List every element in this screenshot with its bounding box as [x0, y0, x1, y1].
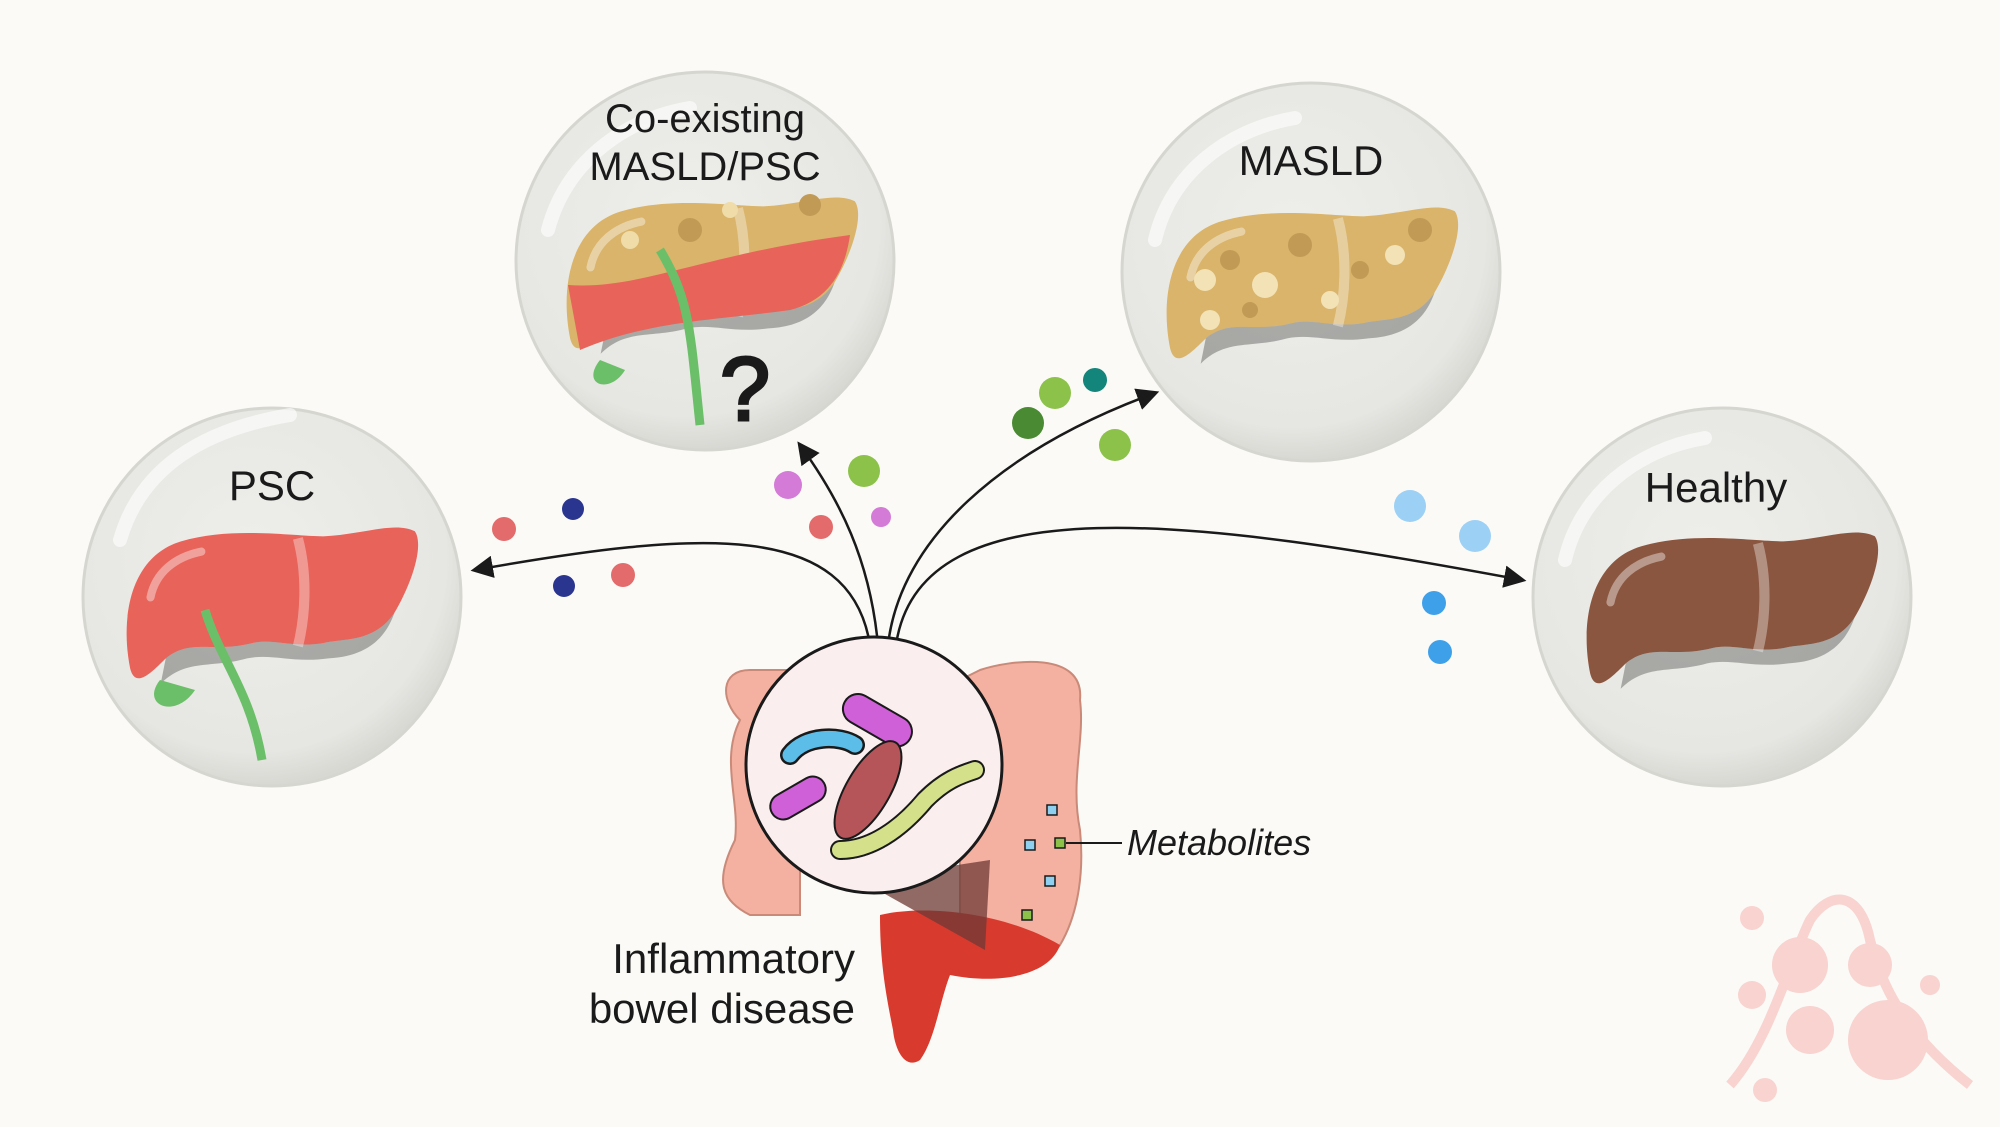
arrows [470, 388, 1527, 646]
question-mark: ? [720, 340, 770, 440]
ibd-label-line2: bowel disease [589, 985, 855, 1032]
coexisting-label-line1: Co-existing [605, 97, 805, 141]
arrow-to-psc [470, 541, 872, 646]
masld-node: MASLD [1120, 81, 1502, 463]
coexisting-node: ? Co-existing MASLD/PSC [514, 70, 896, 452]
healthy-node: Healthy [1531, 406, 1913, 788]
metabolites-label: Metabolites [1127, 822, 1311, 863]
arrow-to-coexisting [797, 441, 880, 646]
coexisting-label-line2: MASLD/PSC [589, 145, 820, 189]
metabolite-squares [1021, 804, 1066, 921]
healthy-label: Healthy [1645, 464, 1787, 511]
arrow-to-healthy [894, 526, 1527, 646]
arrow-to-masld [886, 388, 1160, 646]
watermark-logo [1726, 894, 1974, 1102]
metabolite-dots [492, 368, 1491, 664]
masld-label: MASLD [1239, 137, 1384, 184]
psc-label: PSC [229, 462, 315, 509]
ibd-node: Metabolites Inflammatory bowel disease [589, 635, 1311, 1063]
ibd-label-line1: Inflammatory [612, 935, 855, 982]
psc-node: PSC [81, 406, 463, 788]
